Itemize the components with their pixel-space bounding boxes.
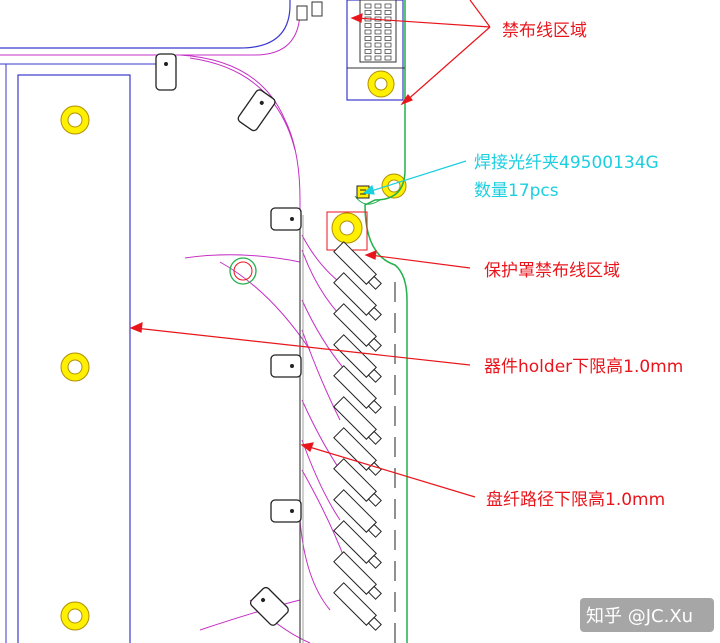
annotation-leaders: [129, 0, 491, 498]
connector-pin: [364, 55, 372, 61]
connector-pin: [374, 36, 382, 41]
connector-pin: [384, 36, 392, 41]
connector-pin: [374, 23, 382, 28]
optical-component: [333, 365, 382, 414]
mount-hole: [60, 105, 90, 135]
connector-pin: [384, 55, 392, 61]
fiber-holder: [249, 586, 289, 626]
label-no-routing-zone: 禁布线区域: [502, 21, 587, 41]
optical-component: [333, 520, 382, 569]
optical-component: [333, 272, 382, 321]
fiber-holder: [270, 499, 302, 523]
optical-component: [333, 396, 382, 445]
connector-pin: [364, 3, 372, 9]
optical-component: [333, 582, 382, 631]
connector-pin: [374, 10, 382, 15]
connector-pins: [364, 3, 392, 61]
label-holder-limit: 器件holder下限高1.0mm: [484, 357, 683, 377]
connector-pin: [374, 29, 382, 35]
ring-marker: [229, 257, 257, 285]
connector-pin: [364, 23, 372, 28]
connector-pin: [384, 23, 392, 28]
optical-components: [333, 241, 396, 643]
connector-pin: [374, 49, 382, 54]
connector-pin: [384, 10, 392, 15]
optical-component: [333, 241, 382, 290]
label-clip-qty: 数量17pcs: [474, 181, 559, 201]
optical-component: [333, 489, 382, 538]
connector-pin: [364, 29, 372, 35]
connector-pin: [364, 42, 372, 48]
connector-pin: [374, 55, 382, 61]
mount-hole: [60, 601, 90, 631]
device-block: [17, 74, 131, 643]
mount-hole: [367, 70, 395, 98]
connector-pin: [384, 42, 392, 48]
outer-outline: [0, 0, 291, 49]
connector-pin: [364, 36, 372, 41]
watermark: 知乎 @JC.Xu: [586, 606, 693, 627]
label-cover-zone: 保护罩禁布线区域: [484, 261, 620, 281]
fiber-holder: [270, 354, 302, 378]
optical-component: [333, 334, 382, 383]
connector-pin: [384, 3, 392, 9]
optical-component: [333, 458, 382, 507]
fiber-holder: [270, 207, 302, 231]
connector-pin: [384, 16, 392, 22]
label-clip-part: 焊接光纤夹49500134G: [474, 153, 659, 173]
connector-pin: [374, 3, 382, 9]
connector-pin: [384, 29, 392, 35]
fiber-holder: [155, 53, 177, 91]
optical-component: [333, 551, 382, 600]
fiber-holder: [237, 89, 276, 132]
board-edge: [364, 0, 408, 643]
connector-pin: [374, 42, 382, 48]
connector-pin: [384, 49, 392, 54]
mount-hole: [331, 212, 363, 244]
mount-hole: [60, 352, 90, 382]
optical-component: [333, 303, 382, 352]
connector-pin: [364, 49, 372, 54]
label-path-limit: 盘纤路径下限高1.0mm: [486, 490, 665, 510]
connector-pin: [364, 10, 372, 15]
